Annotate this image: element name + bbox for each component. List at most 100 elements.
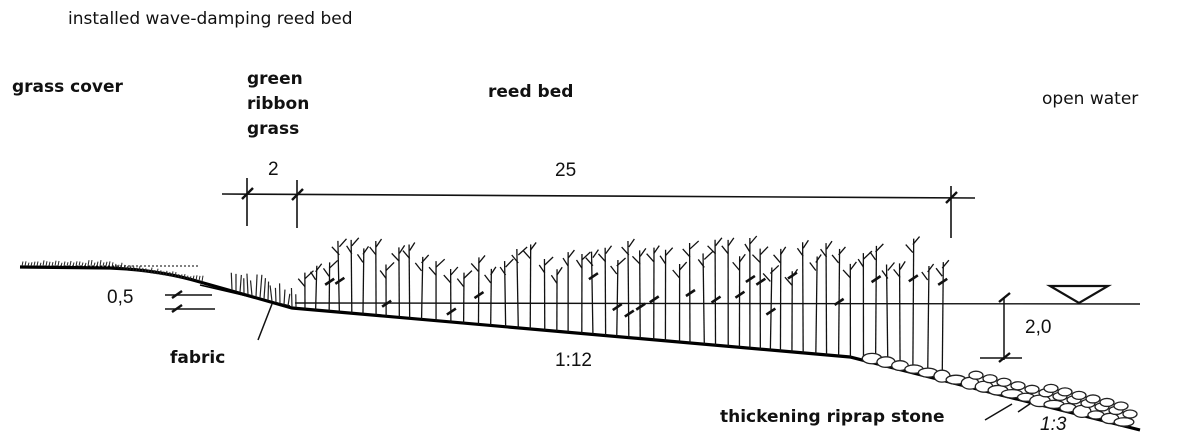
reed-leaf <box>927 263 935 273</box>
grass-blade <box>57 260 60 267</box>
reed-stem <box>912 238 915 373</box>
riprap-stone <box>1099 397 1115 408</box>
grass-blade <box>201 275 204 282</box>
ribbon-grass-blade <box>249 280 253 296</box>
reed-stem <box>590 251 594 335</box>
reed-stem <box>885 264 889 367</box>
grass-blade <box>174 272 177 278</box>
zone-label-reed-bed: reed bed <box>488 82 574 102</box>
reed-stem <box>874 245 878 364</box>
ribbon-grass-blade <box>259 274 263 299</box>
riprap-stone <box>1071 390 1087 401</box>
reed-leaf <box>338 238 347 248</box>
reed-node <box>624 309 635 318</box>
reed-leaf <box>893 268 901 278</box>
grass-cover-texture <box>21 260 204 282</box>
reed-leaf <box>529 242 537 251</box>
reed-node <box>473 291 485 300</box>
grass-blade <box>141 267 144 273</box>
grass-blade <box>90 260 93 267</box>
grass-blade <box>78 261 81 267</box>
reed-leaf <box>689 240 700 250</box>
riprap-stone <box>1122 409 1138 419</box>
reed-node <box>612 303 623 312</box>
riprap-stones <box>861 352 1138 427</box>
reed-leaf <box>428 266 437 276</box>
reed-leaf <box>759 246 769 256</box>
reed-leaf <box>351 237 360 247</box>
reed-leaf <box>331 246 340 256</box>
reed-node <box>787 271 798 280</box>
reed-leaf <box>544 256 554 266</box>
reed-leaf <box>779 246 787 256</box>
reed-node <box>381 299 392 308</box>
reed-stem <box>702 253 705 345</box>
grass-blade <box>30 262 33 267</box>
riprap-stone <box>996 377 1012 387</box>
grass-blade <box>168 271 171 277</box>
riprap-stone <box>1113 417 1135 427</box>
reed-node <box>833 297 845 306</box>
reed-leaf <box>346 245 353 255</box>
grass-blade <box>72 262 75 267</box>
grass-blade <box>186 275 189 280</box>
grass-blade <box>177 274 180 278</box>
reed-leaf <box>842 269 851 279</box>
reed-leaf <box>297 278 306 288</box>
grass-blade <box>156 268 159 275</box>
reed-node <box>685 288 696 298</box>
reed-node <box>745 274 756 284</box>
reed-leaf <box>581 251 591 261</box>
reed-leaf <box>707 245 716 255</box>
reed-leaf <box>522 250 531 259</box>
reed-leaf <box>414 262 423 272</box>
reed-stem <box>616 259 619 337</box>
ribbon-grass-blade <box>283 289 286 305</box>
reed-stem <box>801 242 804 353</box>
reed-leaf <box>499 266 507 276</box>
grass-blade <box>66 262 69 267</box>
grass-blade <box>162 271 165 276</box>
ground-profile <box>19 265 1141 432</box>
reed-leaf <box>375 238 383 248</box>
reed-node <box>870 275 882 284</box>
grass-blade <box>180 274 183 279</box>
grass-blade <box>54 260 57 267</box>
reed-node <box>765 307 777 316</box>
grass-blade <box>102 262 105 267</box>
ribbon-grass-blade <box>230 272 233 291</box>
reed-stem <box>362 248 365 315</box>
reed-leaf <box>505 258 514 268</box>
reed-leaf <box>646 253 655 263</box>
reed-leaf <box>773 254 781 264</box>
grass-blade <box>192 275 195 281</box>
reed-leaf <box>556 266 563 276</box>
reed-leaf <box>697 259 705 268</box>
reed-leaf <box>443 274 452 284</box>
reed-leaf <box>463 270 473 280</box>
grass-blade <box>132 266 135 271</box>
grass-blade <box>129 265 132 271</box>
zone-label-ribbon-line3: grass <box>247 119 300 139</box>
grass-blade <box>150 267 153 274</box>
grass-blade <box>69 260 72 267</box>
reed-leaf <box>315 263 323 273</box>
reed-leaf <box>369 246 377 256</box>
label-slope-riprap: 1:3 <box>1040 414 1067 435</box>
reed-leaf <box>621 246 630 256</box>
reed-node <box>734 290 746 299</box>
reed-stem <box>490 268 493 326</box>
zone-label-grass-cover: grass cover <box>12 77 123 97</box>
reed-leaf <box>881 270 889 279</box>
grass-blade <box>93 262 96 267</box>
reed-leaf <box>328 259 339 269</box>
reed-leaf <box>751 254 761 264</box>
reed-leaf <box>653 245 660 255</box>
reed-leaf <box>941 259 950 269</box>
reed-leaf <box>749 235 758 245</box>
reed-leaf <box>490 266 497 276</box>
reed-leaf <box>597 253 607 263</box>
grass-blade <box>114 263 117 268</box>
grass-blade <box>45 261 48 267</box>
